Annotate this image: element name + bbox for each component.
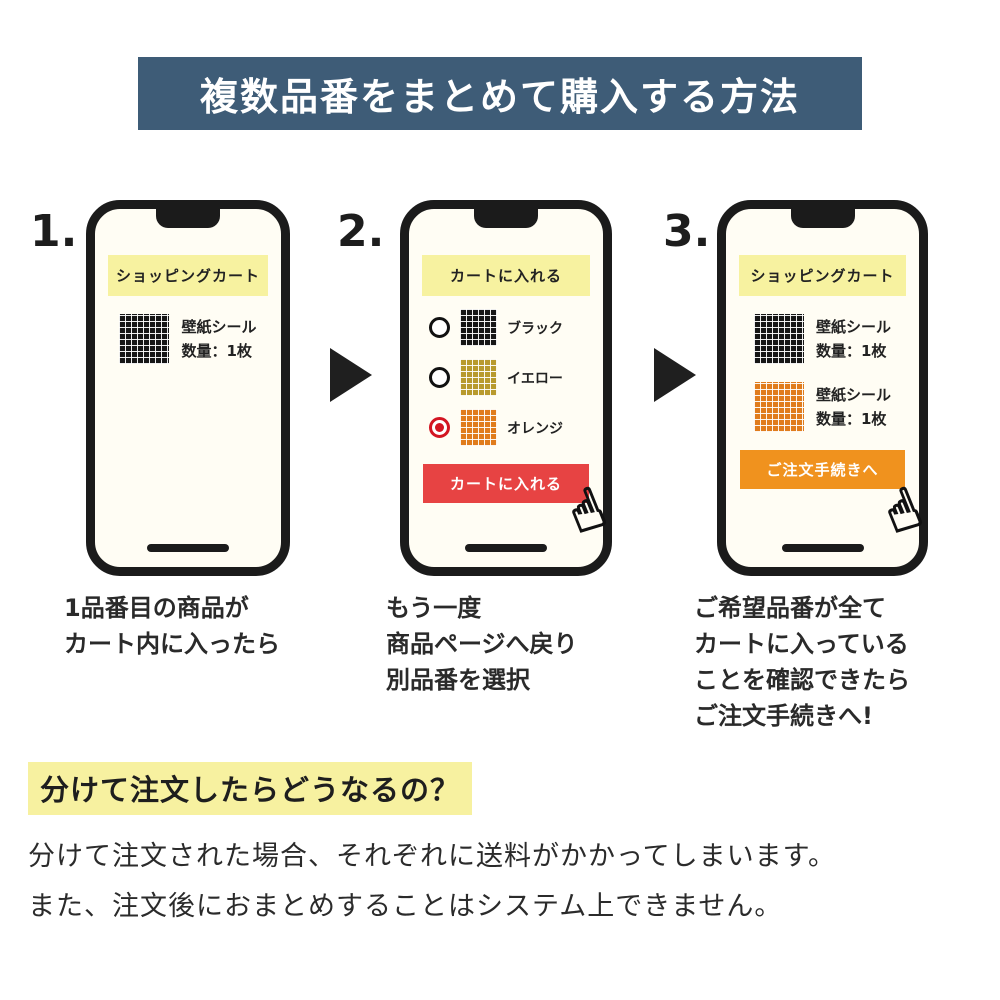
- product-info: 壁紙シール 数量：1枚: [816, 315, 891, 363]
- phone-frame-step2: カートに入れる ブラック イエロー オレンジ カートに入れる: [400, 200, 612, 576]
- phone-frame-step3: ショッピングカート 壁紙シール 数量：1枚 壁紙シール 数量：1枚 ご注文手続き…: [717, 200, 928, 576]
- color-swatch-orange-icon: [460, 409, 497, 446]
- color-option-orange[interactable]: オレンジ: [429, 409, 603, 446]
- phone-notch: [790, 208, 855, 228]
- caption-line: ご希望品番が全て: [694, 594, 886, 622]
- cart-banner: ショッピングカート: [739, 255, 906, 296]
- cart-item-row: 壁紙シール 数量：1枚: [726, 382, 919, 432]
- home-indicator: [781, 544, 864, 552]
- checkout-button[interactable]: ご注文手続きへ: [740, 450, 905, 489]
- caption-line: ことを確認できたら: [694, 666, 910, 694]
- home-indicator: [147, 544, 229, 552]
- radio-button-unselected[interactable]: [429, 367, 450, 388]
- caption-line: もう一度: [386, 594, 482, 622]
- product-quantity: 数量：1枚: [815, 410, 887, 428]
- option-label: ブラック: [507, 320, 563, 337]
- cart-banner: ショッピングカート: [108, 255, 268, 296]
- phone-notch: [156, 208, 220, 228]
- step-1-number: 1.: [30, 206, 78, 257]
- caption-line: 別品番を選択: [386, 666, 530, 694]
- add-to-cart-button[interactable]: カートに入れる: [423, 464, 589, 503]
- product-info: 壁紙シール 数量：1枚: [181, 315, 256, 363]
- step-2-number: 2.: [337, 206, 385, 257]
- radio-button-unselected[interactable]: [429, 317, 450, 338]
- color-swatch-yellow-icon: [460, 359, 497, 396]
- product-name: 壁紙シール: [815, 386, 891, 404]
- caption-line: カートに入っている: [694, 630, 909, 658]
- home-indicator: [465, 544, 547, 552]
- cart-item-row: 壁紙シール 数量：1枚: [726, 314, 919, 364]
- step-1-caption: 1品番目の商品が カート内に入ったら: [64, 590, 280, 662]
- footer-heading: 分けて注文したらどうなるの？: [28, 762, 473, 815]
- add-to-cart-banner: カートに入れる: [422, 255, 590, 296]
- color-option-black[interactable]: ブラック: [429, 309, 603, 346]
- caption-line: カート内に入ったら: [64, 630, 280, 658]
- arrow-right-icon: [654, 348, 696, 402]
- color-option-yellow[interactable]: イエロー: [429, 359, 603, 396]
- page-title: 複数品番をまとめて購入する方法: [138, 57, 862, 130]
- option-label: オレンジ: [507, 420, 563, 437]
- cart-item-row: 壁紙シール 数量：1枚: [95, 314, 281, 364]
- caption-line: 1品番目の商品が: [64, 594, 249, 622]
- product-quantity: 数量：1枚: [181, 342, 252, 360]
- footer-text: 分けて注文された場合、それぞれに送料がかかってしまいます。 また、注文後におまと…: [28, 832, 836, 932]
- product-swatch-black-icon: [119, 314, 170, 364]
- phone-frame-step1: ショッピングカート 壁紙シール 数量：1枚: [86, 200, 290, 576]
- footer-text-line: 分けて注文された場合、それぞれに送料がかかってしまいます。: [28, 841, 836, 872]
- product-swatch-black-icon: [753, 314, 804, 364]
- step-2-caption: もう一度 商品ページへ戻り 別品番を選択: [386, 590, 578, 698]
- product-name: 壁紙シール: [181, 318, 257, 336]
- option-label: イエロー: [507, 370, 563, 387]
- footer-text-line: また、注文後におまとめすることはシステム上できません。: [28, 890, 783, 922]
- color-swatch-black-icon: [460, 309, 497, 346]
- step-3-caption: ご希望品番が全て カートに入っている ことを確認できたら ご注文手続きへ!: [694, 590, 910, 734]
- product-quantity: 数量：1枚: [815, 342, 887, 360]
- product-info: 壁紙シール 数量：1枚: [816, 383, 891, 431]
- phone-notch: [474, 208, 538, 228]
- product-swatch-orange-icon: [753, 382, 804, 432]
- arrow-right-icon: [330, 348, 372, 402]
- caption-line: 商品ページへ戻り: [386, 630, 578, 658]
- radio-button-selected[interactable]: [429, 417, 450, 438]
- product-name: 壁紙シール: [815, 318, 891, 336]
- step-3-number: 3.: [663, 206, 711, 257]
- caption-line: ご注文手続きへ!: [694, 702, 873, 730]
